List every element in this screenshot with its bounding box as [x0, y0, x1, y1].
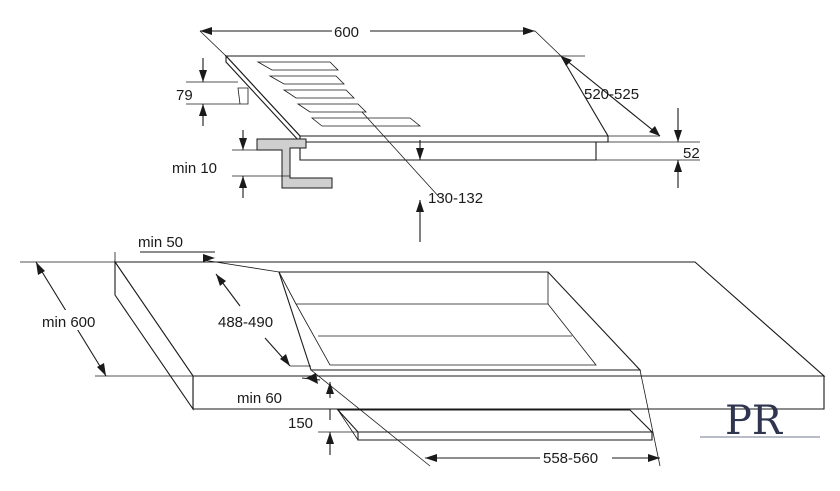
- label-hob-depth: 520-525: [584, 86, 639, 103]
- cabinet-drawer: [336, 409, 654, 441]
- logo-text: PR: [725, 398, 784, 444]
- dim-cutout-depth: 488-490: [215, 273, 311, 367]
- dim-drawer-gap: 150: [288, 408, 358, 455]
- dim-hob-width: 600: [199, 18, 562, 57]
- label-min-clearance: min 10: [172, 160, 217, 177]
- label-hob-height-side: 52: [683, 145, 700, 162]
- label-pipe-offset: 130-132: [428, 190, 483, 207]
- brand-logo: PR: [700, 398, 820, 444]
- worktop-drawing: min 50 min 600 488-490 min 60: [20, 232, 826, 467]
- dim-hob-height-side: 52: [596, 108, 700, 188]
- gas-connector: [237, 87, 249, 105]
- dim-front-clearance: min 60: [237, 373, 334, 407]
- dim-cutout-width: 558-560: [310, 369, 661, 467]
- label-drawer-gap: 150: [288, 415, 313, 432]
- label-cutout-depth: 488-490: [218, 314, 273, 331]
- label-hob-height-top: 79: [176, 87, 193, 104]
- dim-worktop-depth: min 600: [20, 261, 193, 377]
- hob-drawing: 600 520-525 79: [172, 18, 700, 242]
- dim-min-clearance: min 10: [172, 130, 290, 198]
- hob-front-edge: [299, 135, 609, 143]
- hob-controls: [256, 61, 422, 127]
- label-side-clearance: min 50: [138, 234, 183, 251]
- label-hob-width: 600: [334, 24, 359, 41]
- label-front-clearance: min 60: [237, 390, 282, 407]
- label-worktop-depth: min 600: [42, 314, 95, 331]
- fixing-bracket: [256, 138, 333, 189]
- dim-pipe-offset: 130-132: [361, 111, 483, 242]
- label-cutout-width: 558-560: [543, 450, 598, 467]
- hob-body: [299, 141, 597, 161]
- dim-side-clearance: min 50: [114, 232, 280, 273]
- worktop-side: [114, 260, 194, 411]
- dim-hob-height-top: 79: [176, 58, 240, 126]
- dim-hob-depth: 520-525: [560, 55, 661, 137]
